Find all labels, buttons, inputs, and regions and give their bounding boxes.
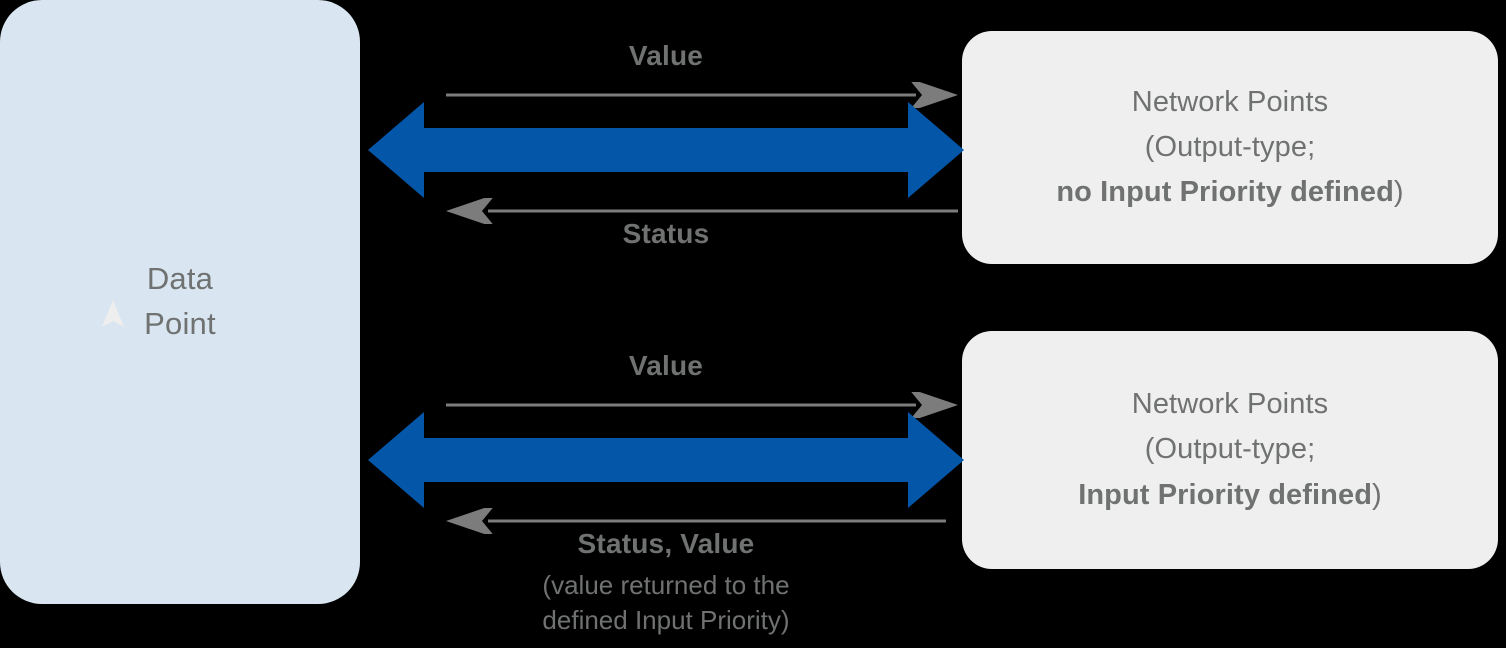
network-points-line-2: (Output-type; (1144, 433, 1316, 466)
network-points-box-input-priority-defined: Network Points (Output-type; Input Prior… (962, 331, 1498, 569)
network-points-line-2: (Output-type; (1144, 130, 1316, 163)
network-points-text-no-input-priority: Network Points (Output-type; no Input Pr… (1056, 80, 1403, 216)
network-points-line-1: Network Points (1131, 388, 1329, 421)
network-points-line-1: Network Points (1131, 85, 1329, 118)
flow-label-value-bottom: Value (628, 350, 704, 381)
flow-sublabel-input-priority: (value returned to the defined Input Pri… (368, 568, 964, 639)
flow-sublabel-line-2: defined Input Priority) (542, 605, 790, 636)
data-point-box: Data Point (0, 0, 360, 604)
data-point-line-1: Data (146, 261, 214, 297)
network-points-line-3-tail: ) (1393, 176, 1404, 209)
network-points-text-input-priority-defined: Network Points (Output-type; Input Prior… (1078, 382, 1382, 518)
thin-arrow-right-value-top (446, 82, 958, 108)
network-points-line-3: no Input Priority defined) (1056, 170, 1403, 215)
thin-arrow-left-status-top (446, 198, 958, 224)
double-headed-arrow-icon-bottom (368, 412, 964, 508)
network-points-line-3-bold: no Input Priority defined (1056, 176, 1394, 209)
data-point-label: Data Point (102, 257, 216, 347)
network-points-box-no-input-priority: Network Points (Output-type; no Input Pr… (962, 31, 1498, 264)
thin-arrow-right-value-bottom (446, 392, 958, 418)
thin-arrow-left-status-value-bottom (446, 508, 946, 534)
data-point-line-2: Point (144, 306, 216, 341)
network-points-line-3-tail: ) (1372, 478, 1382, 511)
network-points-line-3-bold: Input Priority defined (1078, 478, 1373, 511)
cursor-arrow-icon (102, 300, 125, 328)
flow-label-status-top: Status (622, 218, 710, 249)
double-headed-arrow-icon-top (368, 102, 964, 198)
flow-label-value-top: Value (628, 40, 704, 71)
flow-label-status-value-bottom: Status, Value (577, 528, 755, 559)
network-points-line-3: Input Priority defined) (1078, 473, 1382, 518)
flow-sublabel-line-1: (value returned to the (542, 570, 790, 600)
